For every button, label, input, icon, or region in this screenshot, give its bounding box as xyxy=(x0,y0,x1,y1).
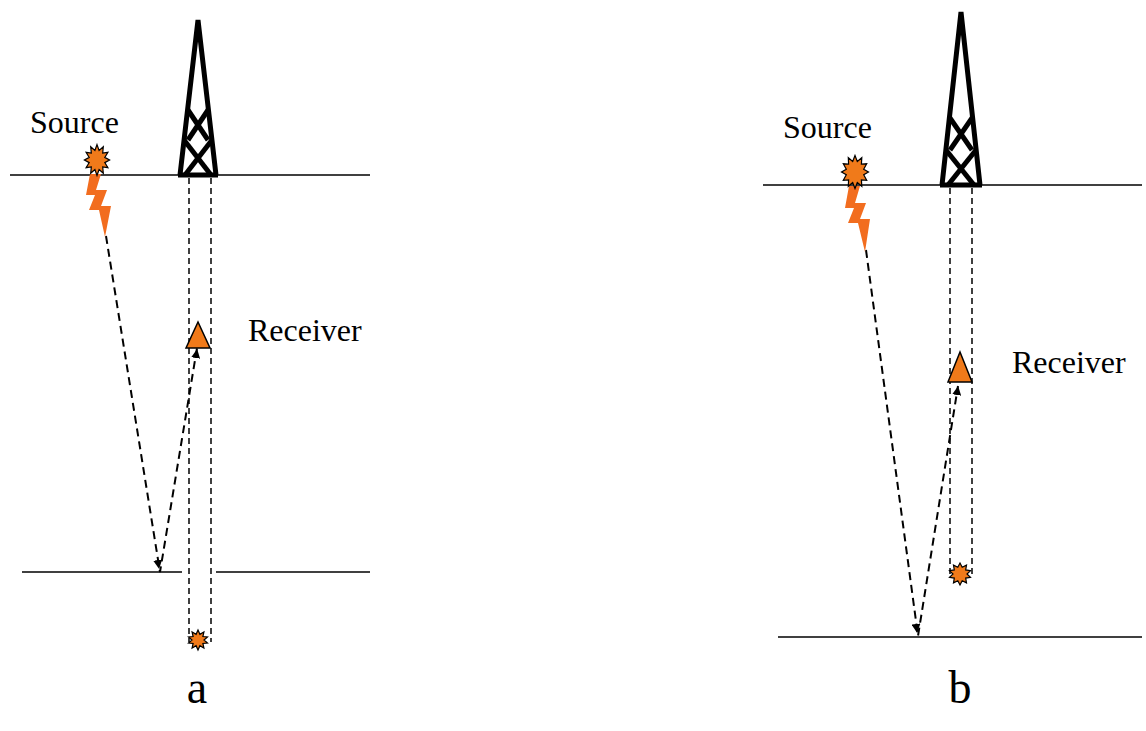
source-wave xyxy=(86,174,111,237)
arrowhead xyxy=(160,350,197,572)
downhole-source xyxy=(950,563,971,585)
source-burst xyxy=(842,156,869,189)
panel-a xyxy=(10,20,370,642)
receiver-label: Receiver xyxy=(248,311,362,349)
source-wave xyxy=(845,186,870,252)
borehole-wall xyxy=(971,188,973,578)
downhole-source xyxy=(189,630,208,650)
arrowhead xyxy=(866,250,917,632)
borehole-wall xyxy=(949,188,951,578)
receiver-symbol xyxy=(186,322,210,348)
borehole-wall xyxy=(188,178,190,642)
receiver-label: Receiver xyxy=(1012,343,1126,381)
ray-path xyxy=(106,236,197,572)
ground-surface xyxy=(763,184,1142,186)
arrowhead xyxy=(918,387,958,636)
borehole-wall xyxy=(210,178,212,642)
derrick xyxy=(940,12,982,185)
reflector xyxy=(216,571,370,573)
receiver-symbol xyxy=(948,352,972,382)
ground-surface xyxy=(10,174,370,176)
ray-path xyxy=(866,250,958,636)
source-label: Source xyxy=(783,108,872,146)
reflector xyxy=(778,636,1142,638)
reflector xyxy=(22,571,182,573)
panel-letter: a xyxy=(187,660,207,715)
panel-b xyxy=(763,12,1142,637)
panel-letter: b xyxy=(949,660,972,715)
derrick xyxy=(178,20,218,175)
arrowhead xyxy=(106,236,159,568)
source-label: Source xyxy=(30,103,119,141)
source-bursts xyxy=(84,145,970,650)
source-burst xyxy=(84,145,109,176)
